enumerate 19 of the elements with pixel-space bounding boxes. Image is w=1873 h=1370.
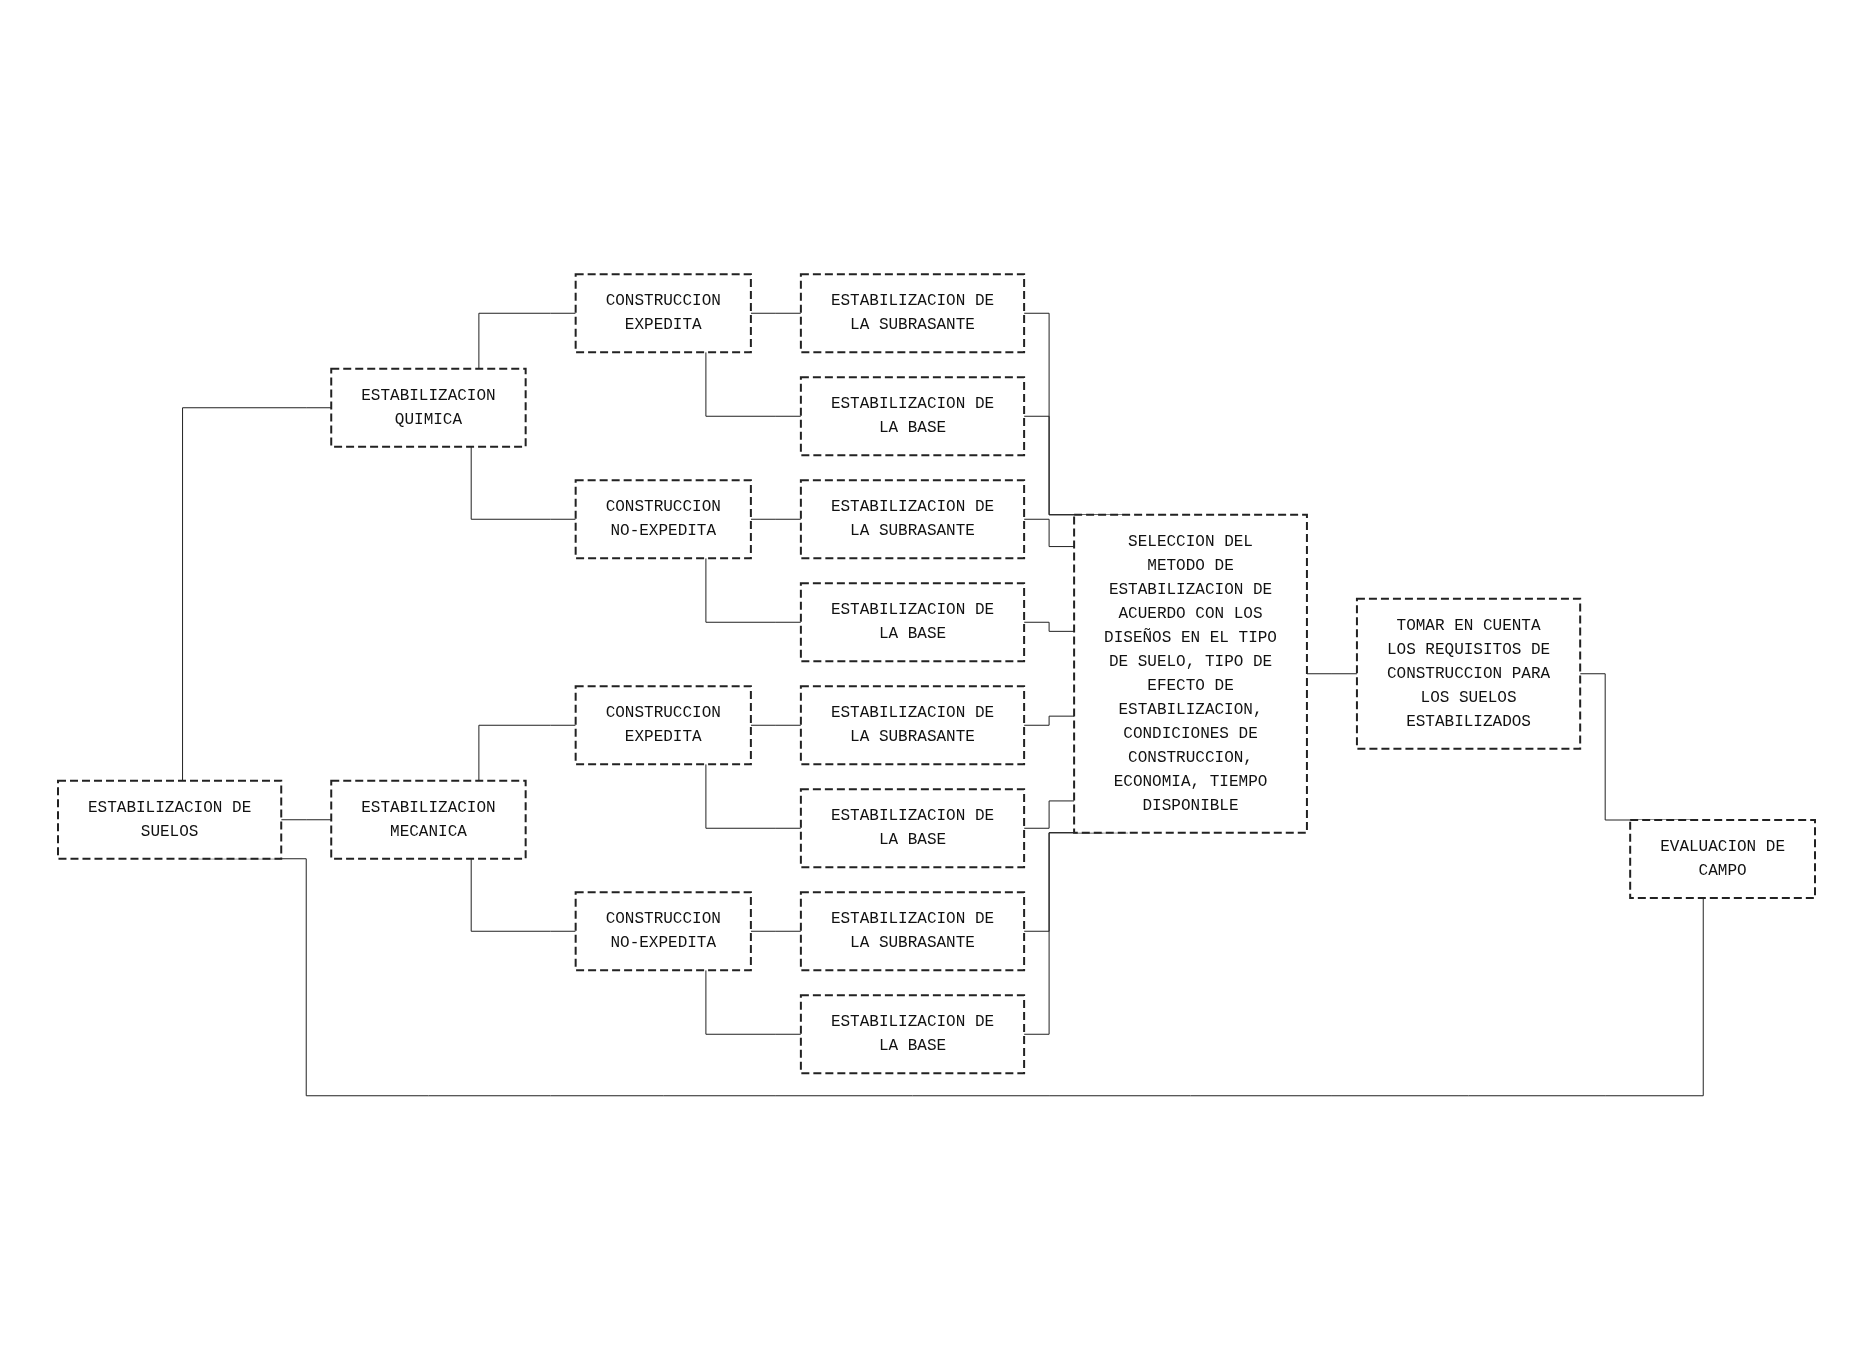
- node-box: EVALUACION DE CAMPO: [1629, 819, 1816, 899]
- node-box: ESTABILIZACION DE SUELOS: [57, 779, 283, 860]
- node-box: ESTABILIZACION QUIMICA: [330, 367, 527, 448]
- node-box: TOMAR EN CUENTA LOS REQUISITOS DE CONSTRUCCION PARA LOS SUELOS ESTABILIZADOS: [1355, 597, 1582, 750]
- node-box: CONSTRUCCION EXPEDITA: [574, 685, 752, 766]
- node-box: CONSTRUCCION NO-EXPEDITA: [574, 479, 752, 560]
- node-box: ESTABILIZACION DE LA SUBRASANTE: [799, 685, 1026, 766]
- node-box: CONSTRUCCION EXPEDITA: [574, 273, 752, 354]
- node-box: ESTABILIZACION DE LA BASE: [799, 376, 1026, 457]
- node-box: ESTABILIZACION DE LA SUBRASANTE: [799, 891, 1026, 972]
- node-box: ESTABILIZACION DE LA BASE: [799, 582, 1026, 663]
- connector: [182, 407, 332, 782]
- node-box: ESTABILIZACION DE LA SUBRASANTE: [799, 273, 1026, 354]
- node-box: SELECCION DEL METODO DE ESTABILIZACION DE ACUERDO CON LOS DISEÑOS EN EL TIPO DE SUELO, TIPO DE EFECTO DE ESTABILIZACION, CONDICIONES DE CONSTRUCCION, ECONOMIA, TIEMPO DISPONIBLE: [1073, 513, 1308, 834]
- node-box: ESTABILIZACION DE LA BASE: [799, 994, 1026, 1075]
- node-box: CONSTRUCCION NO-EXPEDITA: [574, 891, 752, 972]
- node-box: ESTABILIZACION MECANICA: [330, 779, 527, 860]
- node-box: ESTABILIZACION DE LA BASE: [799, 788, 1026, 869]
- node-box: ESTABILIZACION DE LA SUBRASANTE: [799, 479, 1026, 560]
